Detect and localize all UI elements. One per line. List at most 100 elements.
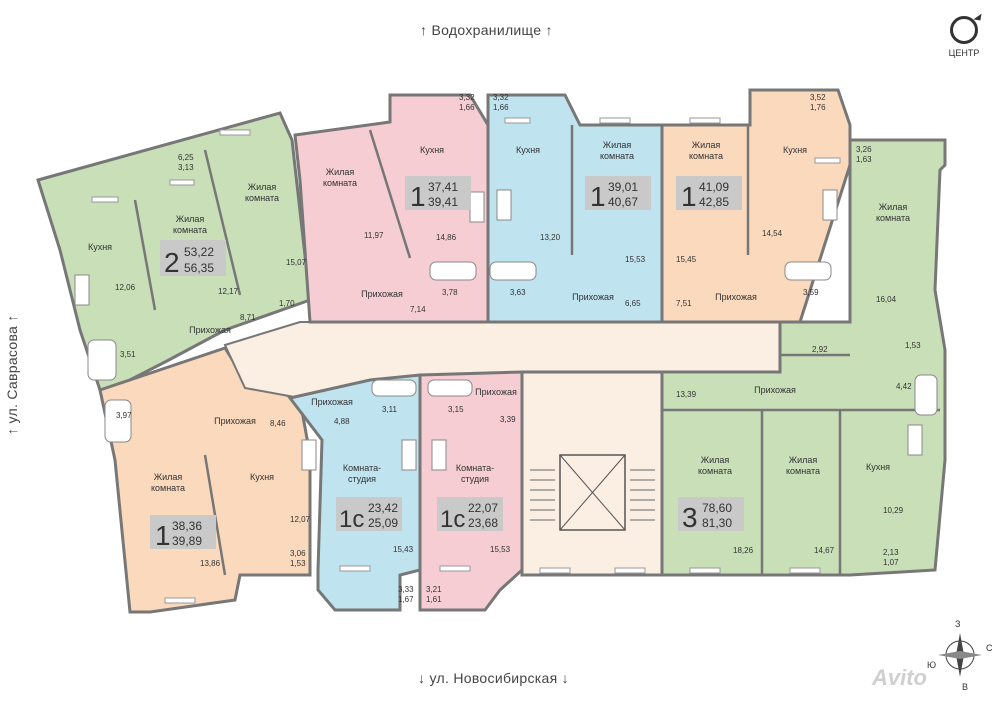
apt-rooms: 3 [682, 502, 698, 533]
room-label-living2: комната [245, 193, 279, 203]
room-label-kitchen: Кухня [420, 145, 444, 155]
room-label-living1: Жилая [701, 455, 730, 465]
area-value: 7,14 [410, 305, 426, 314]
area-value: 14,86 [436, 233, 457, 242]
area-value: 10,29 [883, 506, 904, 515]
area-value: 8,46 [270, 419, 286, 428]
area-value: 1,66 [493, 103, 509, 112]
area-value: 3,63 [510, 288, 526, 297]
room-label-hall: Прихожая [189, 325, 231, 335]
area-value: 1,66 [459, 103, 475, 112]
apt-area-living: 37,41 [428, 180, 458, 194]
area-value: 13,20 [540, 233, 561, 242]
apartment-badge-texts: 2 53,22 56,35 1 37,41 39,41 1 39,01 40,6… [155, 180, 732, 551]
staircase-elevator [520, 370, 664, 577]
street-south-text: ул. Новосибирская [429, 670, 558, 686]
apt-area-living: 23,42 [368, 501, 398, 515]
area-value: 3,97 [116, 411, 132, 420]
apt-area-total: 39,41 [428, 195, 458, 209]
area-value: 1,63 [856, 155, 872, 164]
area-value: 1,53 [905, 341, 921, 350]
room-label-living1: Жилая [692, 140, 721, 150]
apt-area-total: 42,85 [699, 195, 729, 209]
room-label-hall: Прихожая [311, 397, 353, 407]
room-label-living2: комната [151, 483, 185, 493]
room-label-hall: Прихожая [754, 385, 796, 395]
room-label-kitchen: Кухня [783, 145, 807, 155]
apartment-3-area[interactable] [660, 138, 947, 577]
room-label-kitchen: Кухня [250, 472, 274, 482]
area-value: 3,78 [442, 288, 458, 297]
center-button[interactable]: ЦЕНТР [942, 16, 986, 58]
room-label-studio1: Комната- [456, 463, 494, 473]
area-value: 15,07 [286, 258, 307, 267]
area-value: 2,92 [812, 345, 828, 354]
area-value: 3,51 [120, 350, 136, 359]
room-label-hall: Прихожая [361, 289, 403, 299]
apt-area-living: 53,22 [184, 245, 214, 259]
badge [150, 515, 216, 549]
room-label-living1: Жилая [789, 455, 818, 465]
area-value: 12,07 [290, 515, 311, 524]
apt-rooms: 1 [590, 181, 606, 212]
area-value: 1,53 [290, 559, 306, 568]
area-value: 12,06 [115, 283, 136, 292]
apt-area-total: 25,09 [368, 516, 398, 530]
room-label-living1: Жилая [248, 182, 277, 192]
area-value: 4,42 [896, 382, 912, 391]
badge [160, 240, 226, 276]
arrow-down-icon: ↓ [418, 670, 426, 686]
room-label-living2: комната [323, 178, 357, 188]
room-label-studio2: студия [461, 474, 489, 484]
compass-icon: З С В Ю [927, 619, 993, 692]
apt-area-total: 40,67 [608, 195, 638, 209]
room-label-living2: комната [689, 151, 723, 161]
badge [336, 497, 402, 531]
stairs [530, 469, 655, 521]
street-north-text: Водохранилище [431, 22, 542, 38]
apt-area-total: 39,89 [172, 534, 202, 548]
area-value: 1,67 [398, 595, 414, 604]
badge [405, 176, 471, 210]
studio-2-area[interactable] [418, 370, 524, 612]
area-value: 3,06 [290, 549, 306, 558]
room-label-hall: Прихожая [214, 416, 256, 426]
room-label-living2: комната [698, 466, 732, 476]
arrow-down-icon: ↓ [561, 670, 569, 686]
compass-letter: Ю [927, 660, 936, 670]
area-value: 18,26 [733, 546, 754, 555]
area-value: 1,70 [279, 299, 295, 308]
room-label-living1: Жилая [154, 472, 183, 482]
compass-letter: В [962, 682, 968, 692]
area-value: 15,53 [625, 255, 646, 264]
area-value: 3,11 [382, 405, 398, 414]
room-label-kitchen: Кухня [866, 462, 890, 472]
area-value: 15,45 [676, 255, 697, 264]
area-value: 7,51 [676, 299, 692, 308]
apt-area-total: 81,30 [702, 516, 732, 530]
watermark-logo: Avito [872, 665, 927, 690]
room-labels: Кухня Жилая комната Жилая комната Прихож… [88, 140, 910, 493]
room-label-living1: Жилая [603, 140, 632, 150]
badge [676, 176, 742, 210]
bathtubs [87, 261, 938, 443]
inner-walls [133, 125, 940, 576]
room-label-kitchen: Кухня [516, 145, 540, 155]
compass-letter: С [986, 643, 993, 653]
apt-rooms: 1с [440, 506, 465, 533]
studio-1-area[interactable] [287, 373, 422, 612]
center-button-label: ЦЕНТР [948, 48, 980, 58]
room-label-living1: Жилая [326, 167, 355, 177]
windows [91, 117, 841, 604]
rotate-icon [950, 16, 978, 44]
area-value: 14,67 [814, 546, 835, 555]
apt-area-living: 41,09 [699, 180, 729, 194]
apartment-badges [150, 176, 744, 549]
area-value: 3,32 [459, 93, 475, 102]
apt-area-total: 23,68 [468, 516, 498, 530]
apt-rooms: 1 [155, 520, 171, 551]
area-value: 1,76 [810, 103, 826, 112]
apt-area-living: 39,01 [608, 180, 638, 194]
room-label-hall: Прихожая [475, 387, 517, 397]
